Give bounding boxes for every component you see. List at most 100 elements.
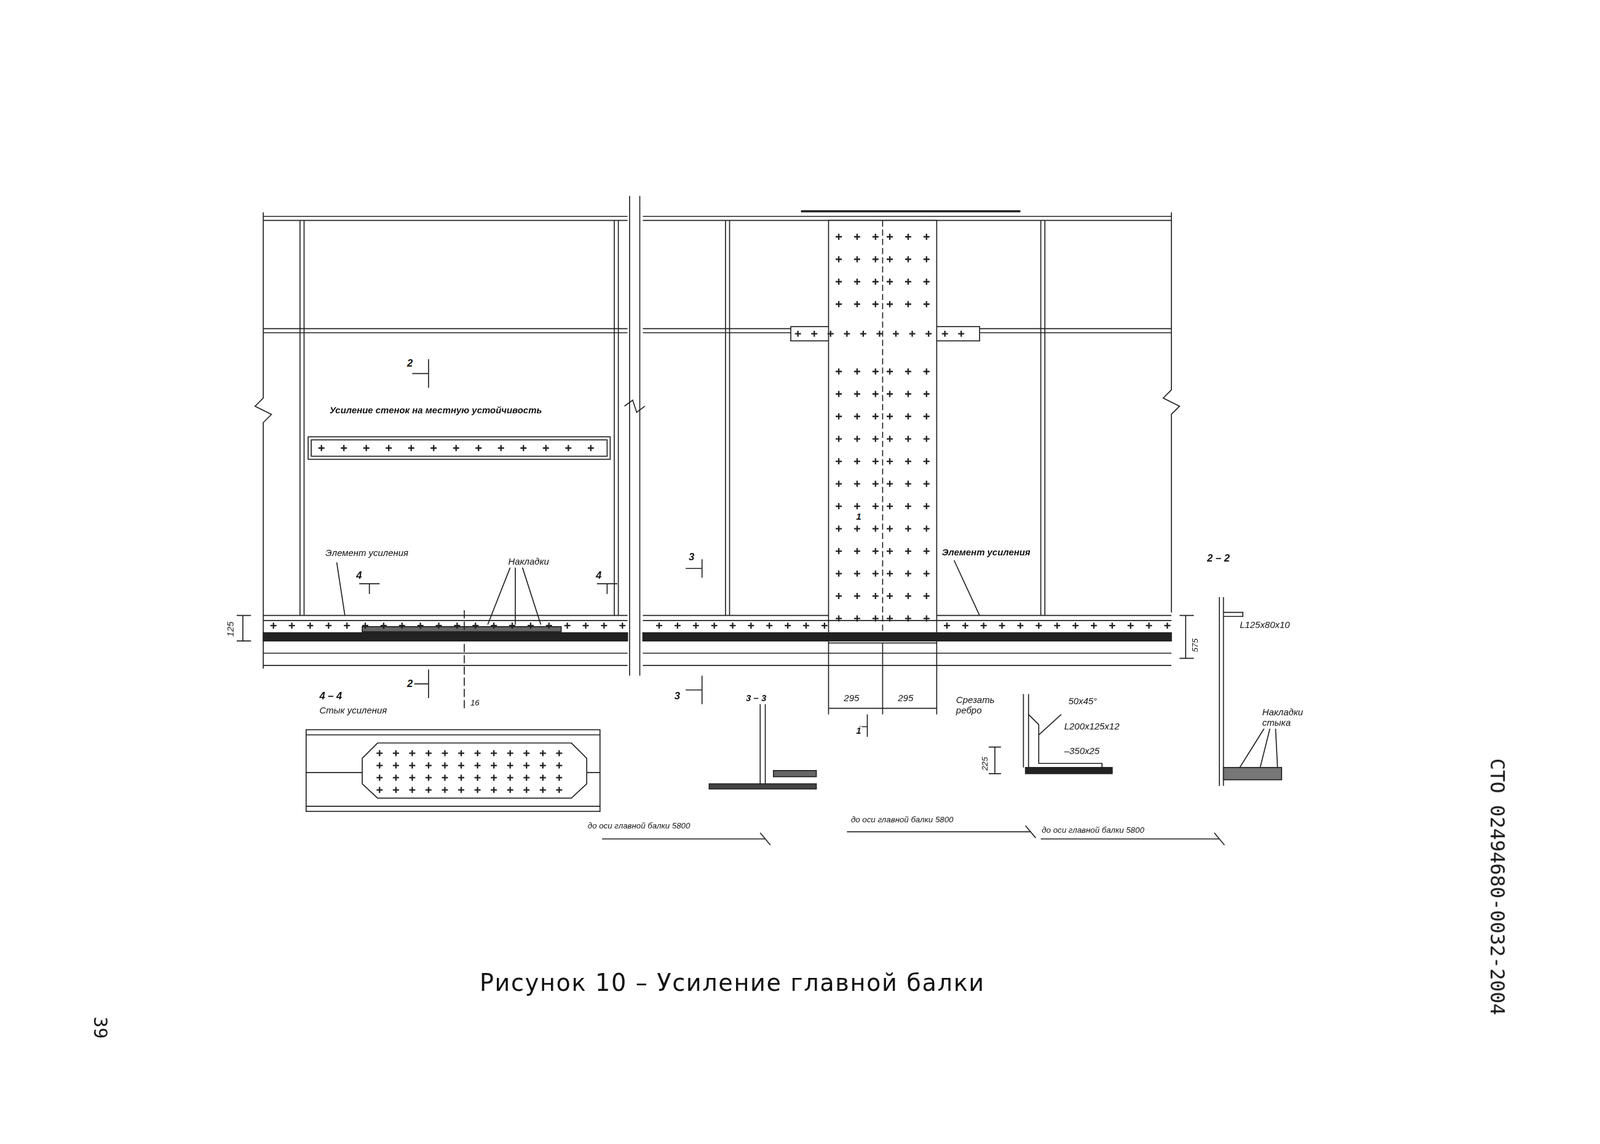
bolt-symbol <box>474 786 481 793</box>
bolt-symbol <box>905 256 912 263</box>
bolt-symbol <box>458 750 465 757</box>
bolt-symbol <box>408 774 416 781</box>
bolt-symbol <box>408 750 416 757</box>
bolt-symbol <box>872 368 879 375</box>
bolt-symbol <box>475 444 482 451</box>
drawing-label: Усиление стенок на местную устойчивость <box>328 405 543 416</box>
bolt-symbol <box>747 622 754 629</box>
bolt-symbol <box>923 391 930 398</box>
bolt-symbol <box>1072 622 1079 629</box>
bolt-symbol <box>980 622 987 629</box>
bolt-symbol <box>923 435 930 443</box>
drawing-label: до оси главной балки 5800 <box>1041 826 1146 836</box>
drawing-label: 575 <box>1191 637 1201 654</box>
bolt-symbol <box>318 444 325 451</box>
bolt-symbol <box>854 413 861 420</box>
bolt-symbol <box>886 368 893 375</box>
bolt-symbol <box>872 301 879 308</box>
bolt-symbol <box>835 547 842 555</box>
bolt-symbol <box>886 525 893 532</box>
bolt-symbol <box>442 750 449 757</box>
bolt-symbol <box>886 570 893 577</box>
bolt-symbol <box>343 622 350 629</box>
bolt-symbol <box>425 774 432 781</box>
bolt-symbol <box>289 622 296 629</box>
drawing-label: 3 <box>687 550 696 563</box>
bolt-symbol <box>425 762 432 769</box>
bolt-symbol <box>539 762 547 769</box>
drawing-label: L200x125x12 <box>1063 722 1121 733</box>
bolt-symbol <box>835 368 842 375</box>
bolt-symbol <box>498 444 505 451</box>
bolt-symbol <box>458 786 465 793</box>
bolt-symbol <box>962 622 969 629</box>
bolt-symbol <box>835 233 842 240</box>
bolt-symbol <box>399 622 406 629</box>
drawing-label: Накладки стыка <box>1261 708 1323 729</box>
bolt-symbol <box>507 750 514 757</box>
bolt-symbol <box>923 368 930 375</box>
drawing-label: 225 <box>981 755 991 772</box>
bolt-symbol <box>872 413 879 420</box>
bolt-symbol <box>905 525 912 532</box>
bolt-symbol <box>835 480 842 488</box>
bolt-symbol <box>1053 622 1061 629</box>
bolt-symbol <box>999 622 1006 629</box>
bolt-symbol <box>872 458 879 465</box>
bolt-symbol <box>1127 622 1134 629</box>
bolt-symbol <box>854 233 861 240</box>
drawing-label: 1 <box>855 512 863 523</box>
bolt-symbol <box>876 330 883 337</box>
bolt-symbol <box>872 570 879 577</box>
bolt-symbol <box>600 622 607 629</box>
bolt-symbol <box>905 301 912 308</box>
bolt-symbol <box>892 330 900 337</box>
bolt-symbol <box>872 435 879 443</box>
bolt-symbol <box>923 233 930 240</box>
bolt-symbol <box>886 615 893 622</box>
bolt-symbol <box>542 444 550 451</box>
bolt-symbol <box>854 391 861 398</box>
bolt-symbol <box>835 256 842 263</box>
bolt-symbol <box>835 615 842 622</box>
drawing-label: 2 <box>405 357 414 369</box>
bolt-symbol <box>546 622 553 629</box>
drawing-label: L125x80x10 <box>1239 620 1292 631</box>
bolt-symbol <box>803 622 810 629</box>
bolt-symbol <box>923 413 930 420</box>
bolt-symbol <box>425 750 432 757</box>
bolt-symbol <box>527 622 534 629</box>
bolt-symbol <box>392 750 400 757</box>
bolt-symbol <box>886 435 893 443</box>
drawing-label: до оси главной балки 5800 <box>849 816 955 826</box>
bolt-symbol <box>835 413 842 420</box>
bolt-symbol <box>854 458 861 465</box>
bolt-symbol <box>854 547 861 555</box>
bolt-symbol <box>821 622 828 629</box>
bolt-symbol <box>507 774 514 781</box>
bolt-symbol <box>340 444 347 451</box>
bolt-symbol <box>905 413 912 420</box>
bolt-symbol <box>380 622 387 629</box>
bolt-symbol <box>905 233 912 240</box>
drawing-label: 3 <box>673 689 682 701</box>
drawing-label: Срезать ребро <box>954 696 1000 717</box>
bolt-symbol <box>872 256 879 263</box>
bolt-symbol <box>711 622 718 629</box>
bolt-symbol <box>942 330 949 337</box>
bolt-symbol <box>442 774 449 781</box>
bolt-symbol <box>854 525 861 532</box>
bolt-symbol <box>693 622 700 629</box>
bolt-symbol <box>507 762 514 769</box>
drawing-label: Накладки <box>507 557 551 567</box>
bolt-symbol <box>843 330 850 337</box>
bolt-symbol <box>854 480 861 488</box>
page-marking: 39 <box>89 1015 111 1040</box>
bolt-symbol <box>923 256 930 263</box>
bolt-symbol <box>453 444 460 451</box>
bolt-symbol <box>905 570 912 577</box>
bolt-symbol <box>872 502 879 510</box>
bolt-symbol <box>385 444 392 451</box>
drawing-label: 50x45° <box>1067 696 1099 707</box>
bolt-symbol <box>619 622 626 629</box>
